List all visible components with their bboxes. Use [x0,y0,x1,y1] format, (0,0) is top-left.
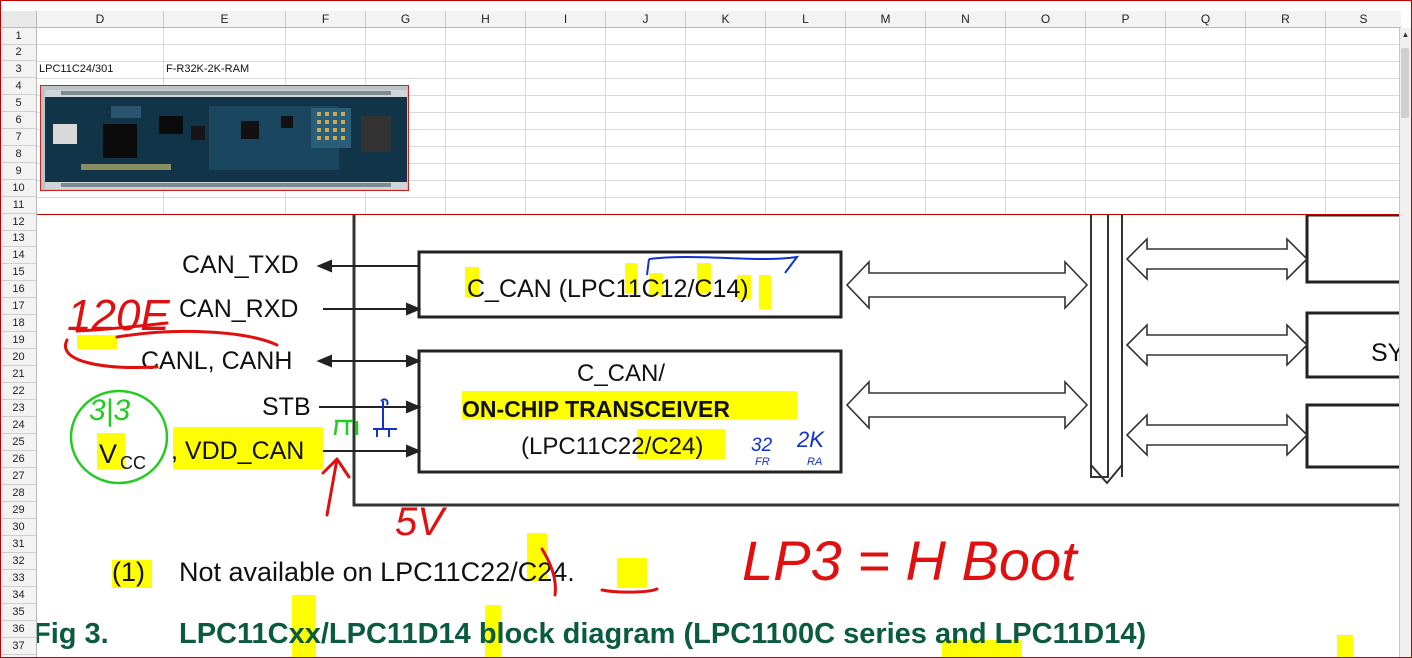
cell-e3[interactable]: F-R32K-2K-RAM [166,63,250,75]
row-header-16[interactable]: 16 [1,281,36,298]
c-can-transceiver-line2: ON-CHIP TRANSCEIVER [462,396,730,422]
cell-grid[interactable]: LPC11C24/301 F-R32K-2K-RAM [37,28,1401,214]
row-header-33[interactable]: 33 [1,570,36,587]
sy-label: SY [1371,339,1401,367]
c-can-box-label: C_CAN (LPC11C12/C14) [467,275,749,303]
vertical-scrollbar[interactable]: ▲ [1399,28,1411,657]
c-can-transceiver-box [417,349,843,474]
column-header-p[interactable]: P [1086,11,1166,27]
row-header-11[interactable]: 11 [1,197,36,214]
row-header-21[interactable]: 21 [1,366,36,383]
row-header-23[interactable]: 23 [1,400,36,417]
row-header-35[interactable]: 35 [1,604,36,621]
annotation-3v3: 3|3 [89,394,130,427]
column-header-n[interactable]: N [926,11,1006,27]
row-header-1[interactable]: 1 [1,28,36,45]
chip-outline [352,215,1401,507]
row-header-8[interactable]: 8 [1,146,36,163]
annotation-120e: 120E [67,291,170,340]
figure-number: Fig 3. [37,618,109,650]
column-header-m[interactable]: M [846,11,926,27]
board-photo[interactable] [40,85,409,191]
c-can-transceiver-line3: (LPC11C22/C24) [521,433,703,460]
column-header-bar: D E F G H I J K L M N O P Q R S [1,11,1401,28]
column-header-k[interactable]: K [686,11,766,27]
row-header-32[interactable]: 32 [1,553,36,570]
row-header-31[interactable]: 31 [1,536,36,553]
note-number: (1) [112,557,145,587]
row-header-15[interactable]: 15 [1,264,36,281]
row-header-13[interactable]: 13 [1,230,36,247]
row-header-2[interactable]: 2 [1,44,36,61]
annotation-5v: 5V [395,500,447,544]
annotation-fr: FR [755,456,770,468]
column-header-h[interactable]: H [446,11,526,27]
vcc-subscript: CC [120,453,146,473]
blue-ink-annotations [373,255,800,437]
row-header-30[interactable]: 30 [1,519,36,536]
annotation-2k: 2K [796,427,825,452]
column-header-l[interactable]: L [766,11,846,27]
annotation-boot: LP3 = H Boot [742,529,1079,592]
embedded-diagram-image[interactable]: CAN_TXD CAN_RXD CANL, CANH STB V CC , VD… [37,214,1401,657]
row-header-28[interactable]: 28 [1,485,36,502]
row-header-12[interactable]: 12 [1,214,36,231]
row-header-14[interactable]: 14 [1,247,36,264]
row-header-18[interactable]: 18 [1,315,36,332]
annotation-ra: RA [807,456,822,468]
block-diagram: CAN_TXD CAN_RXD CANL, CANH STB V CC , VD… [37,215,1401,657]
row-header-26[interactable]: 26 [1,451,36,468]
vcc-label: V [99,439,117,469]
column-header-f[interactable]: F [286,11,366,27]
row-header-29[interactable]: 29 [1,502,36,519]
stb-label: STB [262,393,311,421]
c-can-transceiver-line1: C_CAN/ [577,360,665,387]
vdd-can-label: , VDD_CAN [171,437,304,465]
can-rxd-label: CAN_RXD [179,295,298,323]
row-header-24[interactable]: 24 [1,417,36,434]
column-header-e[interactable]: E [164,11,286,27]
select-all-corner[interactable] [1,11,37,27]
column-header-d[interactable]: D [37,11,164,27]
board-photo-graphic [41,86,408,190]
row-header-4[interactable]: 4 [1,78,36,95]
row-header-10[interactable]: 10 [1,180,36,197]
row-header-34[interactable]: 34 [1,587,36,604]
column-header-r[interactable]: R [1246,11,1326,27]
row-header-36[interactable]: 36 [1,621,36,638]
row-header-27[interactable]: 27 [1,468,36,485]
row-header-22[interactable]: 22 [1,383,36,400]
can-txd-label: CAN_TXD [182,251,299,279]
column-header-o[interactable]: O [1006,11,1086,27]
row-header-19[interactable]: 19 [1,332,36,349]
green-ink-annotations [69,389,359,485]
red-ink-annotations [64,321,659,597]
note-text: Not available on LPC11C22/C24. [179,557,575,587]
canl-canh-label: CANL, CANH [141,347,292,375]
row-header-7[interactable]: 7 [1,129,36,146]
row-header-25[interactable]: 25 [1,434,36,451]
scroll-up-arrow-icon[interactable]: ▲ [1401,30,1410,39]
row-header-5[interactable]: 5 [1,95,36,112]
annotation-32: 32 [751,435,773,456]
row-header-9[interactable]: 9 [1,163,36,180]
row-header-3[interactable]: 3 [1,61,36,78]
row-header-6[interactable]: 6 [1,112,36,129]
figure-caption: LPC11Cxx/LPC11D14 block diagram (LPC1100… [179,618,1146,650]
scroll-thumb[interactable] [1401,48,1409,118]
column-header-q[interactable]: Q [1166,11,1246,27]
row-header-20[interactable]: 20 [1,349,36,366]
column-header-g[interactable]: G [366,11,446,27]
cell-d3[interactable]: LPC11C24/301 [39,63,114,75]
row-header-17[interactable]: 17 [1,298,36,315]
column-header-j[interactable]: J [606,11,686,27]
row-header-37[interactable]: 37 [1,638,36,655]
column-header-s[interactable]: S [1359,12,1368,26]
c-can-box [417,250,843,319]
column-header-i[interactable]: I [526,11,606,27]
